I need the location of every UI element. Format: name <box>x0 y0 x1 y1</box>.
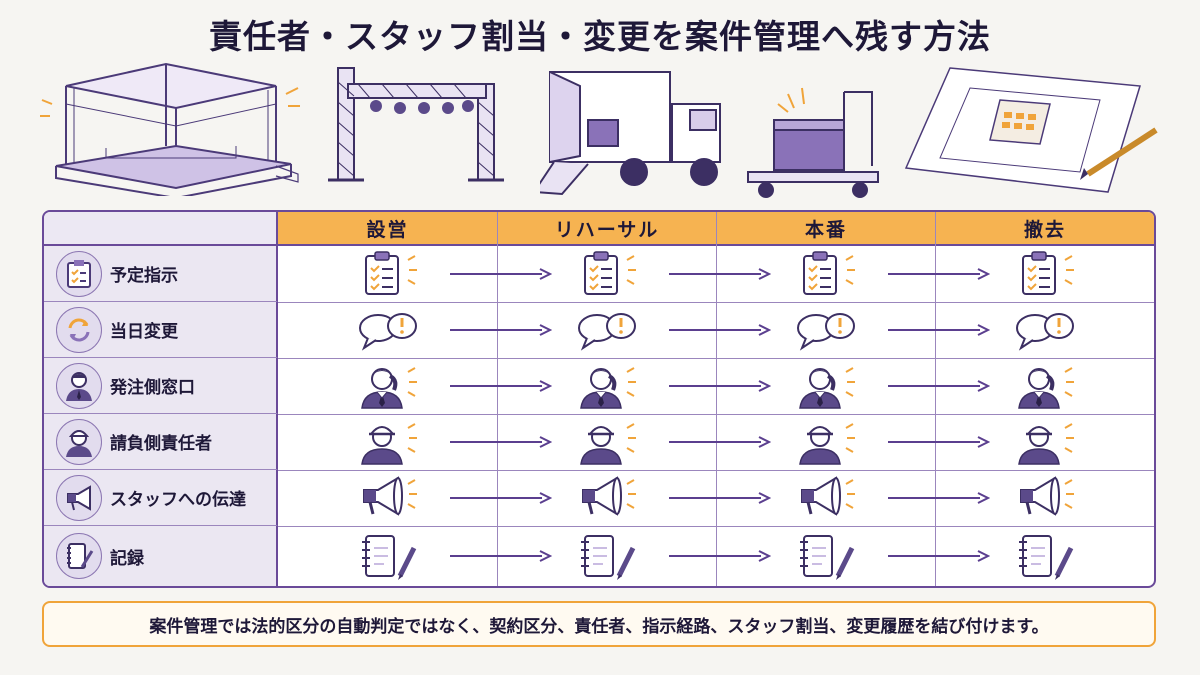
flow-arrow <box>888 492 990 504</box>
row-divider <box>278 414 1154 415</box>
flow-arrow <box>450 268 552 280</box>
megaphone-icon <box>56 474 102 521</box>
megaphone-icon <box>1020 476 1074 516</box>
truss-illustration <box>328 67 504 182</box>
workflow-grid: 設営 リハーサル 本番 撤去 予定指示 当日変更 発注側窓口 請負側責任者 スタ… <box>42 210 1156 588</box>
column-header-teardown: 撤去 <box>935 212 1154 246</box>
row-label-text: 記録 <box>110 548 144 569</box>
hardhat-worker-icon <box>361 423 417 465</box>
person-phone-icon <box>361 367 417 409</box>
cart-illustration <box>747 87 879 198</box>
page-title: 責任者・スタッフ割当・変更を案件管理へ残す方法 <box>209 17 991 56</box>
notebook-icon <box>362 535 417 580</box>
flow-arrow <box>888 436 990 448</box>
speech-bubble-icon <box>797 313 855 351</box>
column-divider <box>935 212 936 586</box>
refresh-icon <box>56 306 102 353</box>
person-phone-icon <box>580 367 636 409</box>
flow-arrow <box>450 492 552 504</box>
row-label-record: 記録 <box>44 526 278 586</box>
row-label-text: スタッフへの伝達 <box>110 490 246 510</box>
clipboard-icon <box>365 251 417 295</box>
clipboard-icon <box>1022 251 1074 295</box>
stage-illustration <box>40 62 300 196</box>
row-label-contractor-lead: 請負側責任者 <box>44 414 278 470</box>
flow-arrow <box>450 550 552 562</box>
row-divider <box>278 526 1154 527</box>
row-label-text: 請負側責任者 <box>110 434 212 454</box>
speech-bubble-icon <box>1016 313 1074 351</box>
flow-arrow <box>888 380 990 392</box>
notebook-icon <box>581 535 636 580</box>
column-divider <box>497 212 498 586</box>
flow-arrow <box>669 436 771 448</box>
flow-arrow <box>888 550 990 562</box>
flow-arrow <box>669 492 771 504</box>
person-phone-icon <box>1018 367 1074 409</box>
flow-arrow <box>669 550 771 562</box>
footer-note: 案件管理では法的区分の自動判定ではなく、契約区分、責任者、指示経路、スタッフ割当… <box>42 601 1156 647</box>
flow-arrow <box>450 380 552 392</box>
speech-bubble-icon <box>578 313 636 351</box>
flow-arrow <box>669 380 771 392</box>
megaphone-icon <box>582 476 636 516</box>
clipboard-icon <box>803 251 855 295</box>
businessman-icon <box>56 362 102 409</box>
truck-illustration <box>540 71 721 196</box>
speech-bubble-icon <box>359 313 417 351</box>
notebook-icon <box>800 535 855 580</box>
flow-arrow <box>888 324 990 336</box>
floorplan-illustration <box>904 67 1158 193</box>
row-label-text: 当日変更 <box>110 322 178 342</box>
flow-arrow <box>888 268 990 280</box>
clipboard-icon <box>56 250 102 297</box>
row-label-text: 発注側窓口 <box>110 378 195 398</box>
column-header-setup: 設営 <box>278 212 497 246</box>
flow-arrow <box>669 268 771 280</box>
hardhat-worker-icon <box>1018 423 1074 465</box>
column-header-rehearsal: リハーサル <box>497 212 716 246</box>
hardhat-worker-icon <box>799 423 855 465</box>
row-label-day-change: 当日変更 <box>44 302 278 358</box>
megaphone-icon <box>363 476 417 516</box>
flow-arrow <box>450 436 552 448</box>
column-divider <box>716 212 717 586</box>
flow-arrow <box>450 324 552 336</box>
row-divider <box>278 358 1154 359</box>
hardhat-worker-icon <box>56 418 102 465</box>
notebook-icon <box>1019 535 1074 580</box>
row-label-schedule: 予定指示 <box>44 246 278 302</box>
notebook-icon <box>56 533 102 579</box>
megaphone-icon <box>801 476 855 516</box>
row-label-staff-notify: スタッフへの伝達 <box>44 470 278 526</box>
row-label-text: 予定指示 <box>110 266 178 286</box>
header-blank-cell <box>44 212 278 246</box>
flow-arrow <box>669 324 771 336</box>
row-label-client-contact: 発注側窓口 <box>44 358 278 414</box>
column-header-show: 本番 <box>716 212 935 246</box>
person-phone-icon <box>799 367 855 409</box>
hardhat-worker-icon <box>580 423 636 465</box>
row-divider <box>278 302 1154 303</box>
row-divider <box>278 470 1154 471</box>
clipboard-icon <box>584 251 636 295</box>
